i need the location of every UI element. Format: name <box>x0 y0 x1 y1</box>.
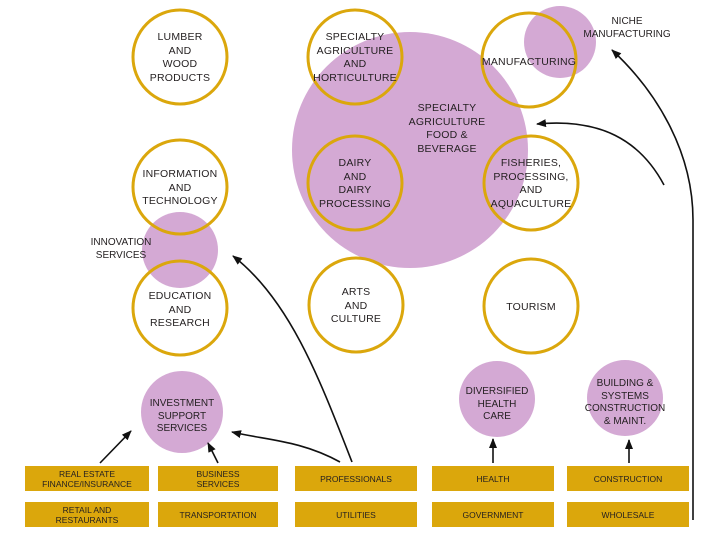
manufacturing-label: Manufacturing <box>481 56 577 68</box>
specialty-ag-hort-label: Specialty Agriculture and Horticulture <box>313 31 397 84</box>
arrow-to-innovation <box>232 255 353 463</box>
box-business-services: Business Services <box>158 466 278 491</box>
box-construction: Construction <box>567 466 689 491</box>
arrow-from-realestate <box>99 430 132 464</box>
tourism-label: Tourism <box>506 301 556 313</box>
building-systems-label: Building & Systems Construction & Maint. <box>584 378 666 427</box>
manufacturing-ring <box>480 11 578 109</box>
box-transportation: Transportation <box>158 502 278 527</box>
box-retail: Retail and Restaurants <box>25 502 149 527</box>
tourism-ring <box>482 257 580 355</box>
investment-support-label: Investment Support Services <box>149 398 215 434</box>
niche-manufacturing-label: Niche Manufacturing <box>583 16 671 40</box>
niche-manufacturing-bubble <box>524 6 596 78</box>
box-utilities: Utilities <box>295 502 417 527</box>
dairy-label: Dairy and Dairy Processing <box>318 157 391 210</box>
information-tech-label: Information and Technology <box>142 168 218 207</box>
fisheries-label: Fisheries, Processing, and Aquaculture <box>490 157 572 210</box>
diversified-health-label: Diversified Health Care <box>465 386 529 422</box>
arrow-to-niche-manufacturing <box>611 49 694 520</box>
diversified-health-bubble <box>459 361 535 437</box>
arts-label: Arts and Culture <box>330 286 382 325</box>
box-real-estate: Real Estate Finance/Insurance <box>25 466 149 491</box>
investment-support-bubble <box>141 371 223 453</box>
box-wholesale: Wholesale <box>567 502 689 527</box>
specialty-food-label: Specialty Agriculture Food & Beverage <box>408 102 486 155</box>
arrow-from-business <box>207 442 219 464</box>
specialty-ag-hort-ring <box>306 8 404 106</box>
building-systems-bubble <box>587 360 663 436</box>
innovation-services-label: Innovation Services <box>90 237 152 261</box>
education-label: Education and Research <box>148 290 212 329</box>
education-ring <box>131 259 229 357</box>
dairy-ring <box>306 134 404 232</box>
information-tech-ring <box>131 138 229 236</box>
arrow-to-food-bubble <box>536 119 665 186</box>
lumber-label: Lumber and Wood Products <box>149 31 211 84</box>
fisheries-ring <box>482 134 580 232</box>
box-health: Health <box>432 466 554 491</box>
lumber-ring <box>131 8 229 106</box>
arts-ring <box>307 256 405 354</box>
box-professionals: Professionals <box>295 466 417 491</box>
specialty-food-bubble <box>292 32 528 268</box>
box-government: Government <box>432 502 554 527</box>
arrow-from-professionals <box>231 430 341 463</box>
